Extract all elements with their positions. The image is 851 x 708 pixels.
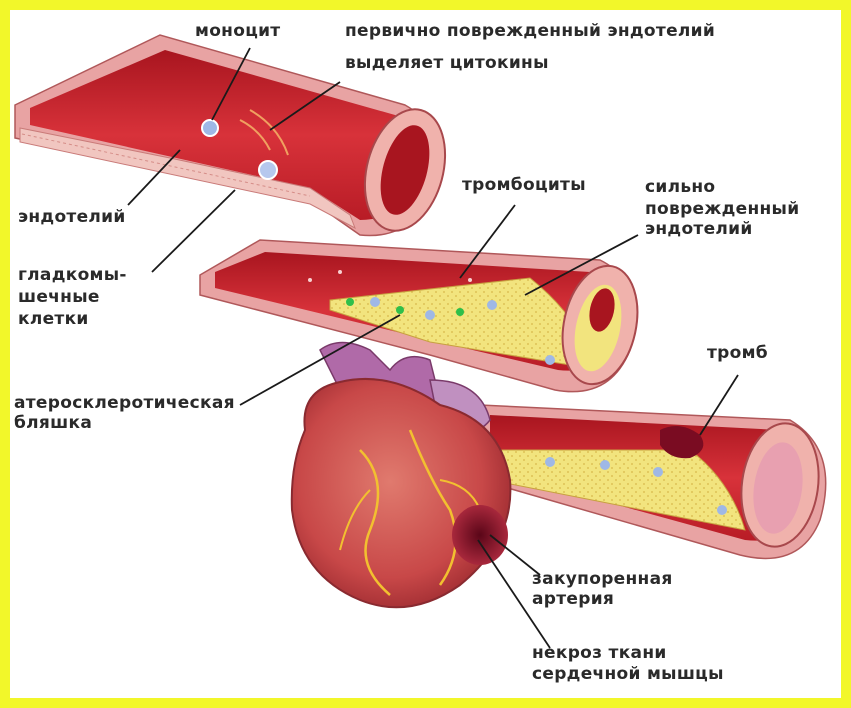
label-thrombus: тромб — [707, 344, 768, 363]
label-endothelium: эндотелий — [18, 208, 126, 227]
label-necrosis-line1: некроз ткани — [532, 644, 667, 663]
label-severe-damage-line3: эндотелий — [645, 220, 753, 239]
label-necrosis-line2: сердечной мышцы — [532, 665, 724, 684]
label-severe-damage-line2: поврежденный — [645, 200, 799, 219]
label-severe-damage-line1: сильно — [645, 178, 715, 197]
label-monocyte: моноцит — [195, 22, 280, 41]
label-smooth-muscle-line1: гладкомы- — [18, 266, 127, 285]
label-platelets: тромбоциты — [462, 176, 586, 195]
necrosis-area — [452, 505, 508, 565]
heart-illustration — [292, 343, 511, 608]
label-blocked-artery-line1: закупоренная — [532, 570, 673, 589]
vessel-thrombus-segment — [480, 405, 826, 558]
label-plaque-line1: атеросклеротическая — [14, 394, 235, 413]
label-smooth-muscle-line2: шечные — [18, 288, 100, 307]
label-primary-damage-line2: выделяет цитокины — [345, 54, 549, 73]
label-blocked-artery-line2: артерия — [532, 590, 614, 609]
illustration-frame: моноцит первично поврежденный эндотелий … — [10, 10, 841, 698]
label-plaque-line2: бляшка — [14, 414, 92, 433]
label-smooth-muscle-line3: клетки — [18, 310, 89, 329]
label-primary-damage-line1: первично поврежденный эндотелий — [345, 22, 715, 41]
monocyte-cell — [202, 120, 218, 136]
